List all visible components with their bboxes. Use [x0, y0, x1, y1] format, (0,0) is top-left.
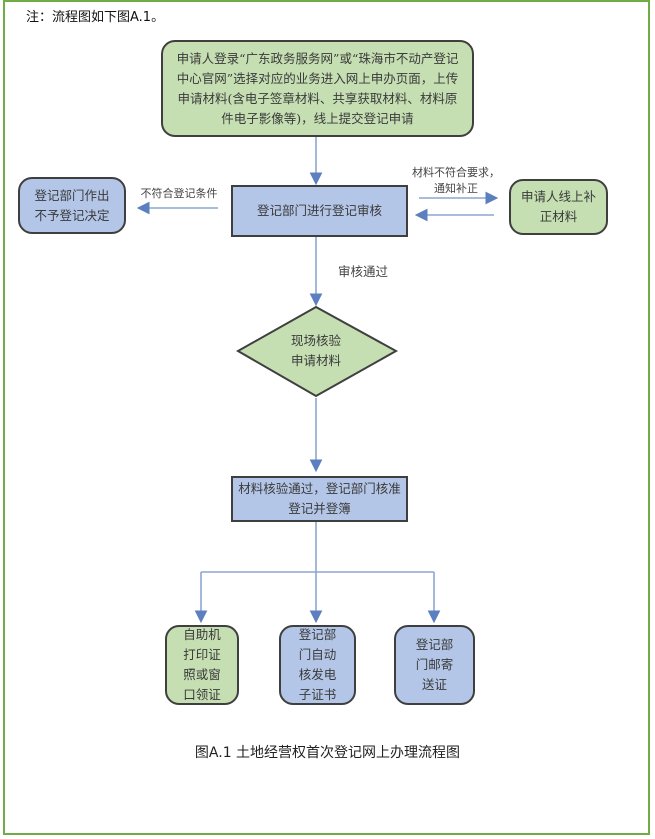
- node-start: 申请人登录“广东政务服务网”或“珠海市不动产登记中心官网”选择对应的业务进入网上…: [161, 40, 474, 137]
- node-approve-line1: 材料核验通过，登记部门核准: [238, 481, 401, 496]
- node-supplement-text: 申请人线上补正材料: [521, 189, 597, 224]
- page-frame: [3, 0, 650, 835]
- node-supplement: 申请人线上补正材料: [509, 179, 608, 235]
- node-out2-text: 登记部门自动核发电子证书: [298, 627, 337, 702]
- node-reject-text: 登记部门作出不予登记决定: [34, 187, 110, 223]
- node-verify-line2: 申请材料: [290, 353, 341, 368]
- node-verify-text: 现场核验 申请材料: [266, 331, 366, 371]
- node-start-text: 申请人登录“广东政务服务网”或“珠海市不动产登记中心官网”选择对应的业务进入网上…: [176, 50, 459, 126]
- node-verify-line1: 现场核验: [290, 333, 341, 348]
- node-out3-text: 登记部门邮寄送证: [415, 637, 454, 692]
- node-reject: 登记部门作出不予登记决定: [18, 177, 126, 234]
- verify-diamond: [235, 305, 399, 398]
- node-out1-text: 自助机打印证照或窗口领证: [183, 627, 221, 702]
- node-review-text: 登记部门进行登记审核: [256, 203, 382, 218]
- node-out2: 登记部门自动核发电子证书: [279, 625, 356, 705]
- node-approve: 材料核验通过，登记部门核准 登记并登簿: [231, 476, 408, 522]
- node-approve-line2: 登记并登簿: [288, 501, 351, 516]
- node-out3: 登记部门邮寄送证: [394, 625, 475, 705]
- note-text: 注：流程图如下图A.1。: [26, 10, 165, 25]
- figure-caption: 图A.1 土地经营权首次登记网上办理流程图: [194, 745, 461, 761]
- node-review: 登记部门进行登记审核: [231, 185, 408, 237]
- label-reject: 不符合登记条件: [140, 187, 218, 200]
- label-supplement-2: 通知补正: [434, 182, 478, 195]
- label-supplement-1: 材料不符合要求，: [412, 166, 500, 179]
- node-out1: 自助机打印证照或窗口领证: [165, 625, 239, 705]
- label-pass: 审核通过: [338, 264, 389, 279]
